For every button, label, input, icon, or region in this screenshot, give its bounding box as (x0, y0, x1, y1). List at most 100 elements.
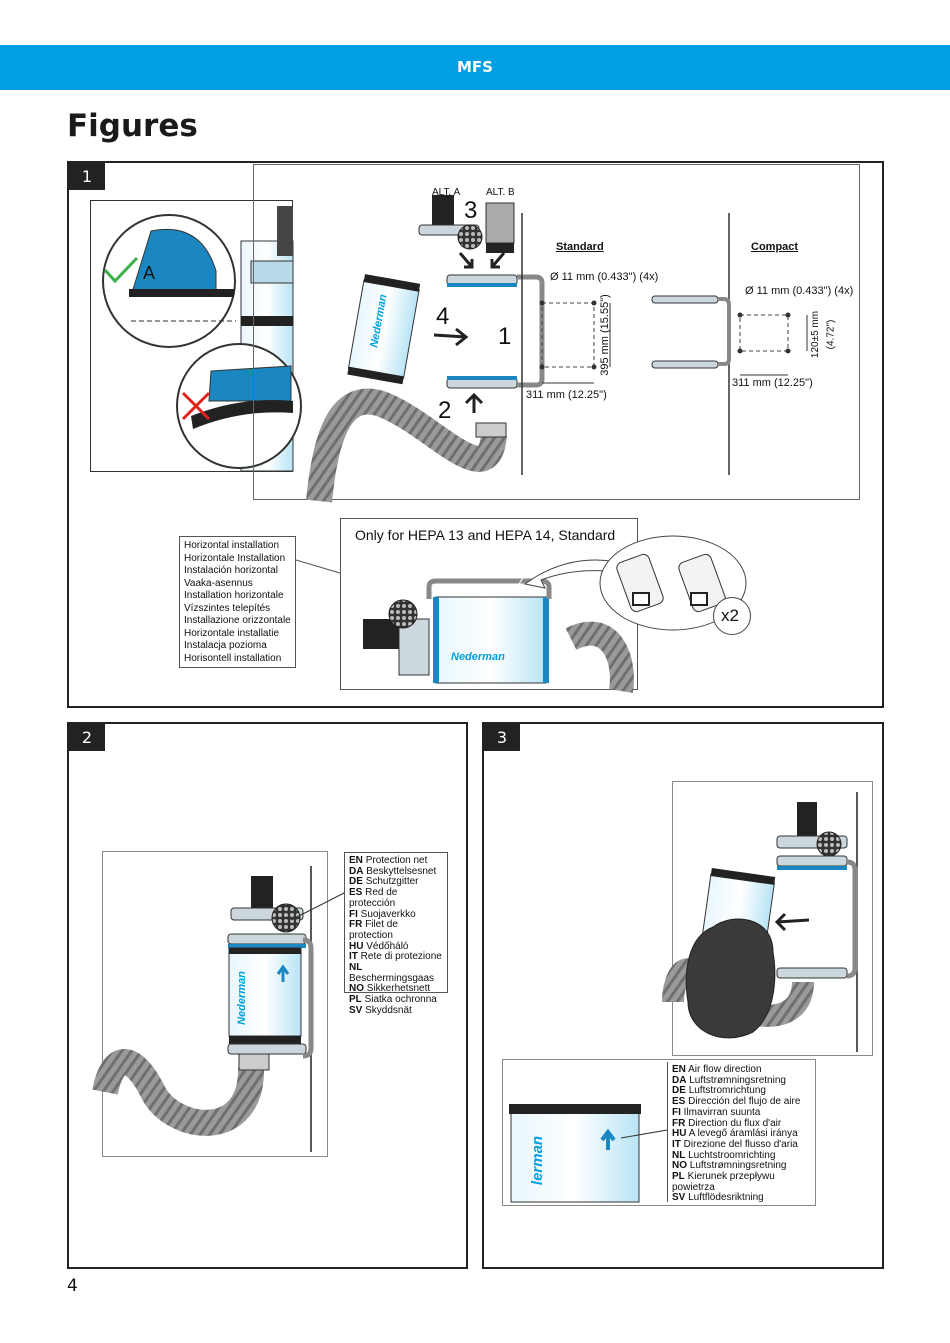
compact-hole-label: Ø 11 mm (0.433") (4x) (745, 285, 854, 297)
legend-row: EN Protection net (349, 855, 443, 867)
legend-code: ES (672, 1096, 686, 1108)
legend-row: PL Siatka ochronna (349, 994, 443, 1006)
strap-count-label: x2 (721, 606, 739, 625)
legend-row: DE Schutzgitter (349, 877, 443, 888)
strap-count-badge: x2 (713, 597, 751, 635)
legend-code: HU (349, 940, 364, 952)
legend-code: EN (672, 1064, 686, 1075)
legend-text: Schutzgitter (365, 876, 419, 888)
legend-code: SV (672, 1192, 686, 1204)
alt-a-label: ALT. A (432, 187, 461, 198)
standard-hole-label: Ø 11 mm (0.433") (4x) (550, 271, 659, 283)
figure-3-number: 3 (484, 724, 520, 751)
legend-code: DA (672, 1074, 687, 1086)
legend-row: PL Kierunek przepływu powietrza (672, 1171, 811, 1193)
legend-row: ES Dirección del flujo de aire (672, 1096, 811, 1108)
brand-logo-fig3: lerman (529, 1135, 547, 1186)
legend-row: IT Direzione del flusso d'aria (672, 1138, 811, 1151)
connector-line (295, 559, 341, 574)
figure-3-drawing-box (662, 781, 873, 1056)
legend-code: SV (349, 1004, 363, 1016)
seal-detail-inset: A (90, 200, 302, 472)
alt-b-label: ALT. B (486, 187, 515, 198)
legend-code: FR (672, 1117, 686, 1129)
header-band: MFS (0, 45, 950, 90)
legend-code: DE (672, 1085, 686, 1097)
protection-net-legend: EN Protection net DA Beskyttelsesnet DE … (344, 852, 448, 1016)
horizontal-label-hu: Vízszintes telepítés (184, 602, 271, 614)
callout-3: 3 (464, 197, 478, 224)
legend-code: DA (349, 865, 364, 877)
legend-code: PL (672, 1171, 685, 1183)
callout-1: 1 (498, 323, 512, 350)
compact-title: Compact (751, 241, 799, 253)
legend-code: FI (349, 908, 358, 920)
airflow-legend: EN Air flow direction DA Luftstrømningsr… (667, 1062, 815, 1204)
legend-code: NL (672, 1149, 686, 1161)
compact-width-label: 311 mm (12.25") (732, 377, 813, 389)
hepa-note: Only for HEPA 13 and HEPA 14, Standard (355, 527, 616, 543)
legend-text: Air flow direction (688, 1064, 762, 1075)
standard-width-label: 311 mm (12.25") (526, 389, 607, 401)
legend-code: DE (349, 876, 363, 888)
legend-code: ES (349, 887, 363, 899)
legend-text: Rete di protezione (360, 951, 442, 963)
legend-code: PL (349, 994, 362, 1006)
figure-1-number: 1 (69, 163, 105, 190)
horizontal-label-de: Horizontale Installation (184, 552, 286, 564)
figure-3-zoom-box: lerman EN Air flow direction DA Luftstrø… (502, 1059, 816, 1206)
legend-row: FR Direction du flux d'air (672, 1117, 811, 1130)
legend-code: IT (349, 951, 358, 963)
check-icon (103, 256, 139, 284)
horizontal-unit-drawing (363, 561, 634, 693)
compact-height-inch-label: (4.72") (825, 319, 837, 350)
callout-2: 2 (438, 397, 452, 424)
figure-3-zoom-drawing (509, 1104, 668, 1203)
legend-code: NO (672, 1160, 687, 1172)
horizontal-label-sv: Horisontell installation (184, 652, 282, 664)
legend-text: Dirección del flujo de aire (688, 1096, 801, 1108)
legend-text: Beschermingsgaas (349, 972, 435, 984)
mark-a-label: A (143, 263, 156, 283)
mounting-drawing-box: ALT. A ALT. B 3 4 1 2 Nederman Standard … (253, 164, 860, 503)
legend-row: DE Luftstromrichtung (672, 1086, 811, 1097)
legend-row: DA Luftstrømningsretning (672, 1074, 811, 1087)
mounting-drawing (306, 195, 808, 503)
legend-text: Red de protección (349, 887, 398, 909)
horizontal-label-nl: Horizontale installatie (184, 627, 280, 639)
page-title: Figures (67, 108, 198, 144)
horizontal-label-fr: Installation horizontale (184, 590, 284, 601)
hepa-arrow (523, 559, 623, 589)
legend-code: NO (349, 983, 364, 995)
legend-text: Protection net (365, 855, 428, 866)
compact-height-label: 120±5 mm (810, 310, 822, 359)
legend-row: FR Filet de protection (349, 919, 443, 941)
legend-row: FI Suojaverkko (349, 908, 443, 921)
legend-text: Siatka ochronna (364, 994, 437, 1006)
figure-2-drawing (92, 866, 314, 1152)
legend-text: Luchtstroomrichting (688, 1149, 776, 1161)
legend-text: Suojaverkko (360, 908, 416, 920)
legend-code: NL (349, 962, 363, 974)
legend-text: Sikkerhetsnett (366, 983, 431, 995)
callout-4: 4 (436, 303, 450, 330)
figure-2-drawing-box: Nederman (92, 851, 328, 1157)
legend-text: A levegő áramlási iránya (688, 1128, 798, 1140)
legend-text: Luftflödesriktning (688, 1192, 764, 1204)
legend-row: NO Luftstrømningsretning (672, 1160, 811, 1172)
legend-text: Luftstrømningsretning (689, 1160, 787, 1172)
legend-text: Luftstromrichtung (688, 1085, 766, 1097)
legend-row: SV Luftflödesriktning (672, 1193, 811, 1204)
standard-title: Standard (556, 241, 604, 253)
legend-row: EN Air flow direction (672, 1064, 811, 1076)
legend-text: Direzione del flusso d'aria (683, 1138, 798, 1150)
legend-row: DA Beskyttelsesnet (349, 865, 443, 878)
legend-text: Direction du flux d'air (688, 1117, 782, 1129)
legend-row: HU Védőháló (349, 940, 443, 953)
legend-text: Védőháló (366, 940, 409, 952)
horizontal-label-es: Instalación horizontal (184, 565, 278, 576)
figure-2-panel: 2 Nederman EN Protection net DA Beskytte… (67, 722, 468, 1269)
cross-icon (181, 391, 211, 421)
horizontal-installation-box: Horizontal installation Horizontale Inst… (179, 536, 296, 668)
legend-leader-line (290, 891, 347, 921)
